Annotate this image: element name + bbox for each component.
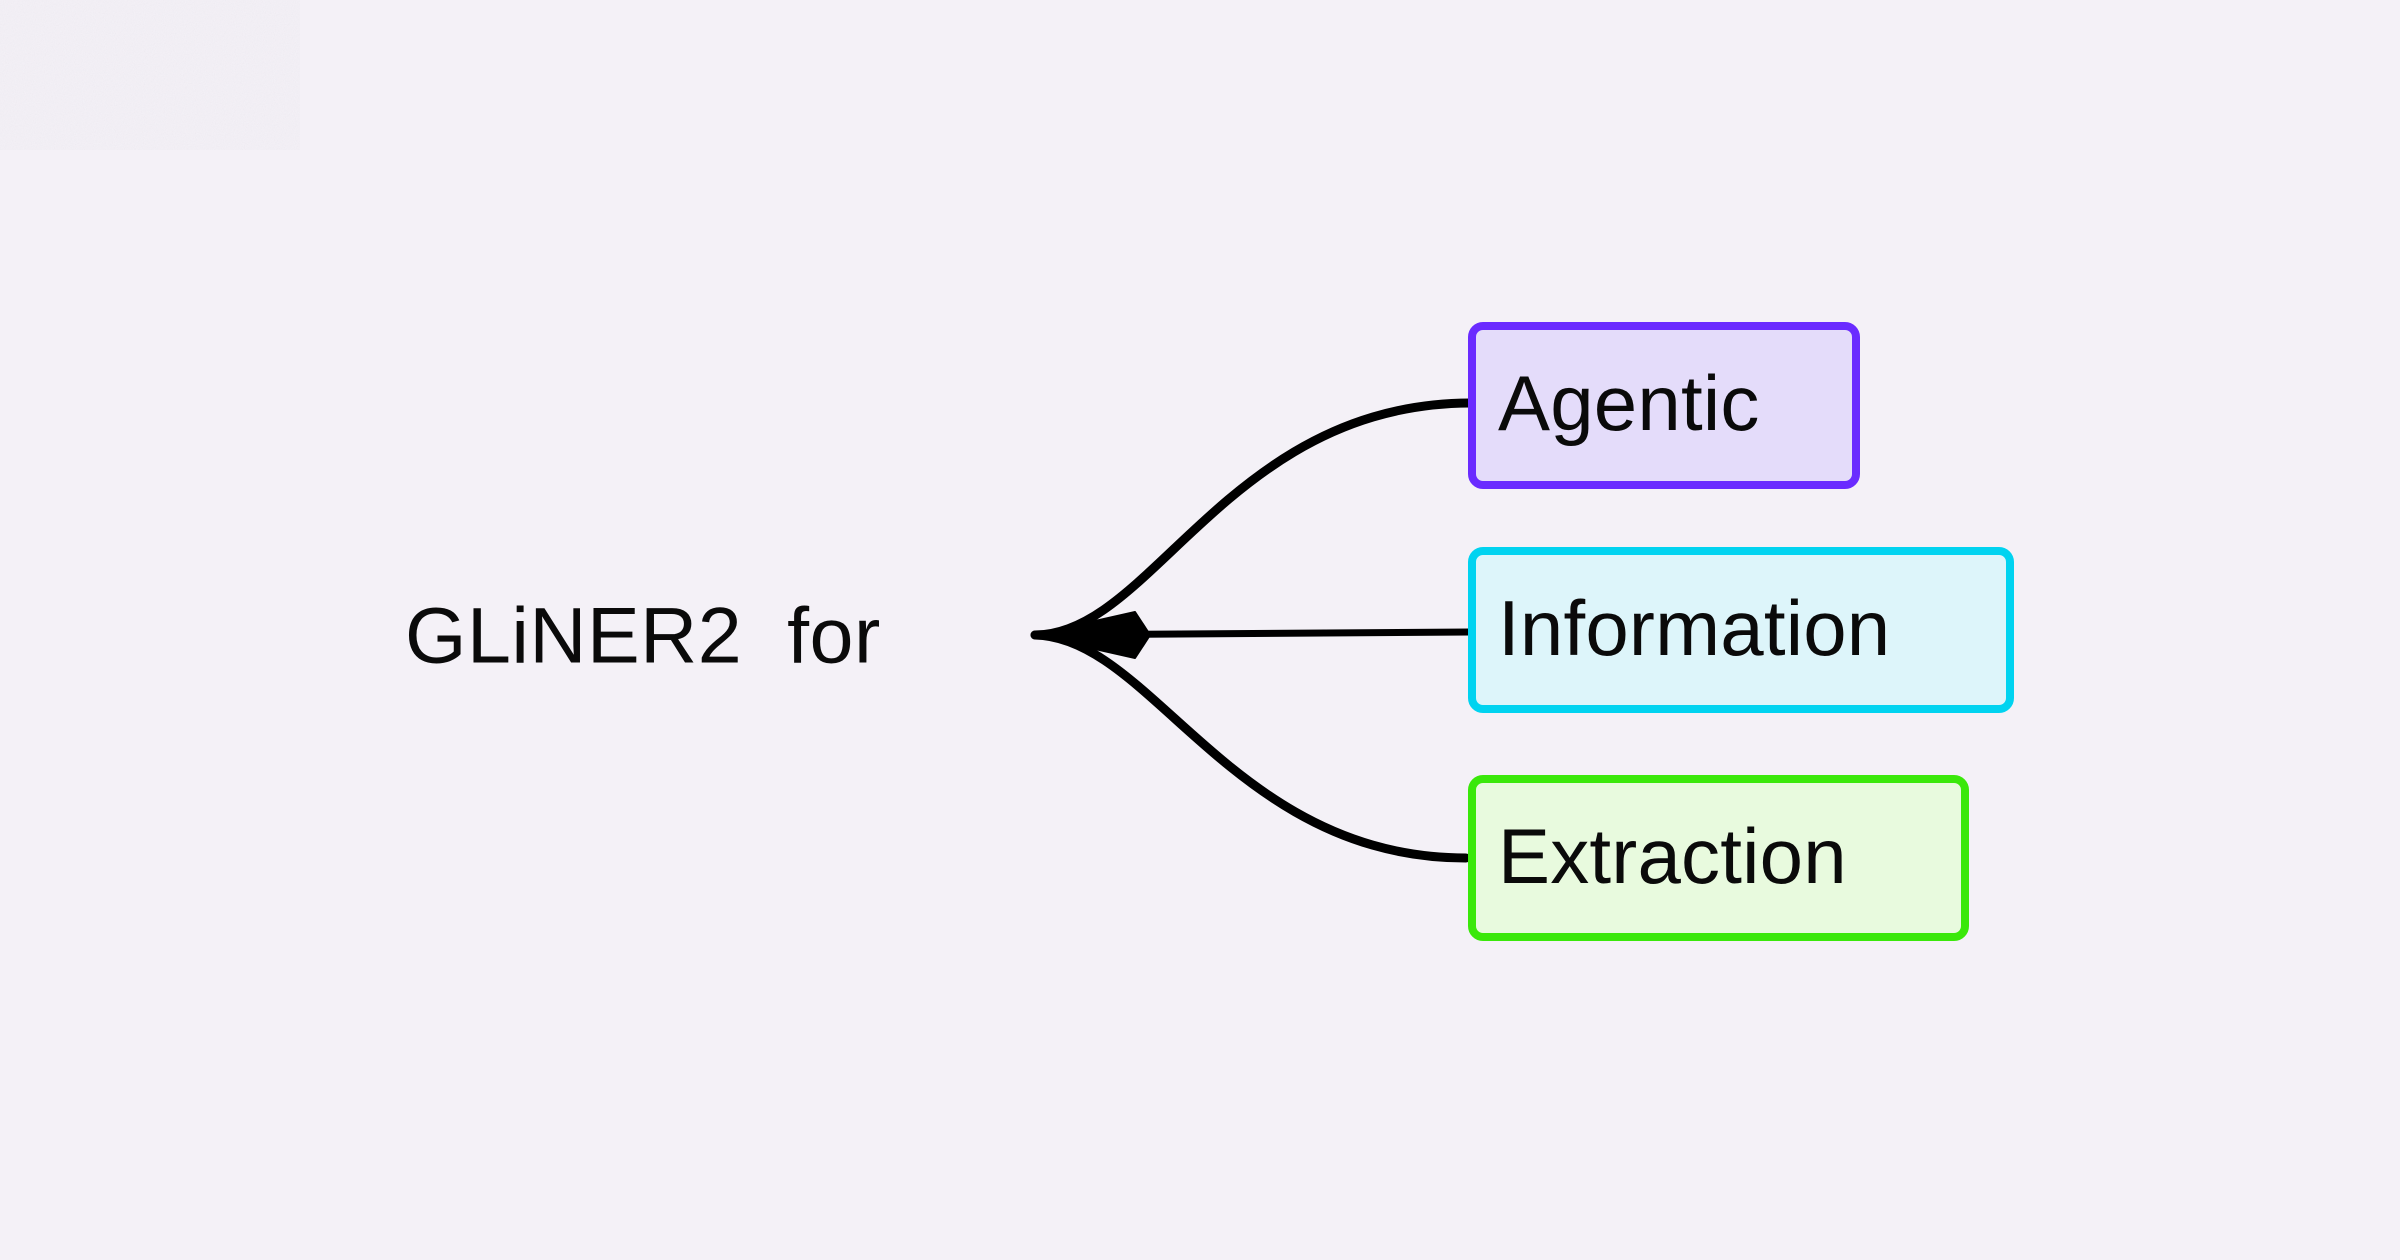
- node-agentic[interactable]: Agentic: [1468, 322, 1860, 489]
- edge-junction-arrowhead: [1032, 611, 1151, 659]
- root-label: GLiNER2 for: [405, 590, 881, 680]
- edge-to-agentic: [1030, 398, 1475, 640]
- node-extraction[interactable]: Extraction: [1468, 775, 1969, 941]
- node-extraction-label: Extraction: [1498, 811, 1847, 900]
- node-information[interactable]: Information: [1468, 547, 2014, 713]
- edge-to-extraction: [1030, 630, 1471, 863]
- node-information-label: Information: [1498, 583, 1891, 672]
- node-agentic-label: Agentic: [1498, 359, 1760, 447]
